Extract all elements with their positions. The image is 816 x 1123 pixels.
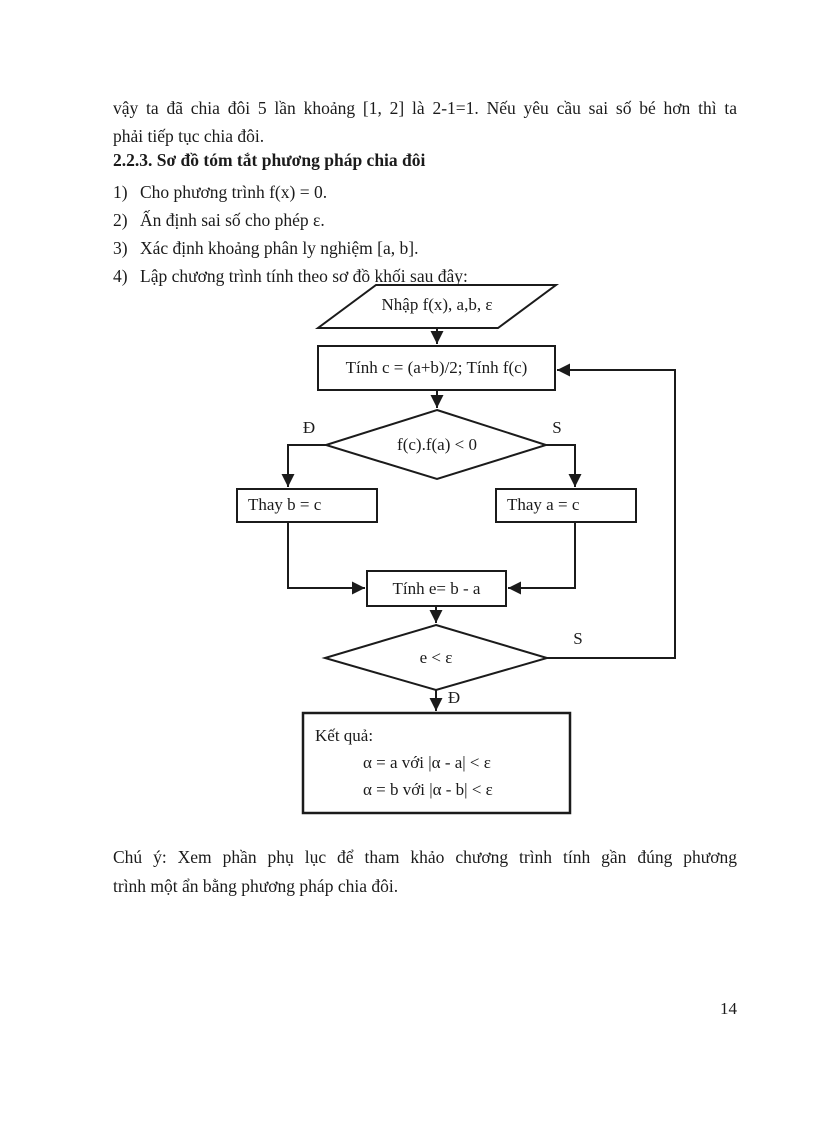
connector-decision1-yes	[281, 444, 326, 487]
section-heading: 2.2.3. Sơ đồ tóm tắt phương pháp chia đô…	[113, 150, 426, 170]
result-line: α = a với |α - a| < ε	[363, 753, 491, 772]
step-text: Lập chương trình tính theo sơ đồ khối sa…	[140, 266, 468, 286]
compute-e-label: Tính e= b - a	[392, 579, 481, 598]
step-text: Xác định khoảng phân ly nghiệm [a, b].	[140, 238, 419, 258]
replace-b-label: Thay b = c	[248, 495, 322, 514]
step-number: 4)	[113, 266, 128, 286]
result-box	[301, 711, 572, 815]
bisection-flowchart: Nhập f(x), a,b, ε Tính c = (a+b)/2; Tính…	[230, 278, 690, 826]
step-item-1: 1) Cho phương trình f(x) = 0.	[113, 178, 737, 206]
compute-c-label: Tính c = (a+b)/2; Tính f(c)	[345, 358, 528, 377]
step-number: 3)	[113, 238, 128, 258]
connector-decision2-no-loop	[547, 363, 676, 659]
result-title: Kết quả:	[315, 726, 374, 745]
step-text: Cho phương trình f(x) = 0.	[140, 182, 328, 202]
compute-e-box	[366, 570, 507, 607]
decision1-true-label: Đ	[302, 418, 316, 437]
connector-decision1-no	[546, 444, 582, 487]
decision1-label: f(c).f(a) < 0	[397, 435, 477, 454]
decision2-false-label: S	[573, 629, 583, 648]
note-line2: trình một ẩn bằng phương pháp chia đôi.	[113, 876, 399, 896]
input-label: Nhập f(x), a,b, ε	[381, 295, 493, 314]
step-item-3: 3) Xác định khoảng phân ly nghiệm [a, b]…	[113, 234, 737, 262]
decision1-false-label: S	[552, 418, 562, 437]
result-content: Kết quả: α = a với |α - a| < ε α = b với…	[315, 722, 565, 803]
flowchart-shapes	[236, 284, 676, 815]
intro-paragraph-line1: vậy ta đã chia đôi 5 lần khoảng [1, 2] l…	[113, 98, 737, 118]
replace-a-label: Thay a = c	[507, 495, 580, 514]
replace-b-box	[236, 488, 378, 523]
decision2-true-label: Đ	[447, 688, 461, 707]
input-parallelogram	[314, 284, 560, 329]
step-number: 2)	[113, 210, 128, 230]
intro-paragraph-line2: phải tiếp tục chia đôi.	[113, 126, 265, 146]
replace-a-box	[495, 488, 637, 523]
step-item-2: 2) Ấn định sai số cho phép ε.	[113, 206, 737, 234]
decision2-label: e < ε	[419, 648, 453, 667]
connector-replace-b-to-compute-e	[287, 522, 365, 595]
step-item-4: 4) Lập chương trình tính theo sơ đồ khối…	[113, 262, 737, 290]
step-text: Ấn định sai số cho phép ε.	[140, 210, 325, 230]
step-number: 1)	[113, 182, 128, 202]
note-line1: Chú ý: Xem phần phụ lục để tham khảo chư…	[113, 847, 737, 867]
decision1-diamond	[322, 408, 550, 481]
connector-replace-a-to-compute-e	[508, 522, 576, 595]
page-number: 14	[720, 999, 737, 1018]
result-line: α = b với |α - b| < ε	[363, 780, 493, 799]
